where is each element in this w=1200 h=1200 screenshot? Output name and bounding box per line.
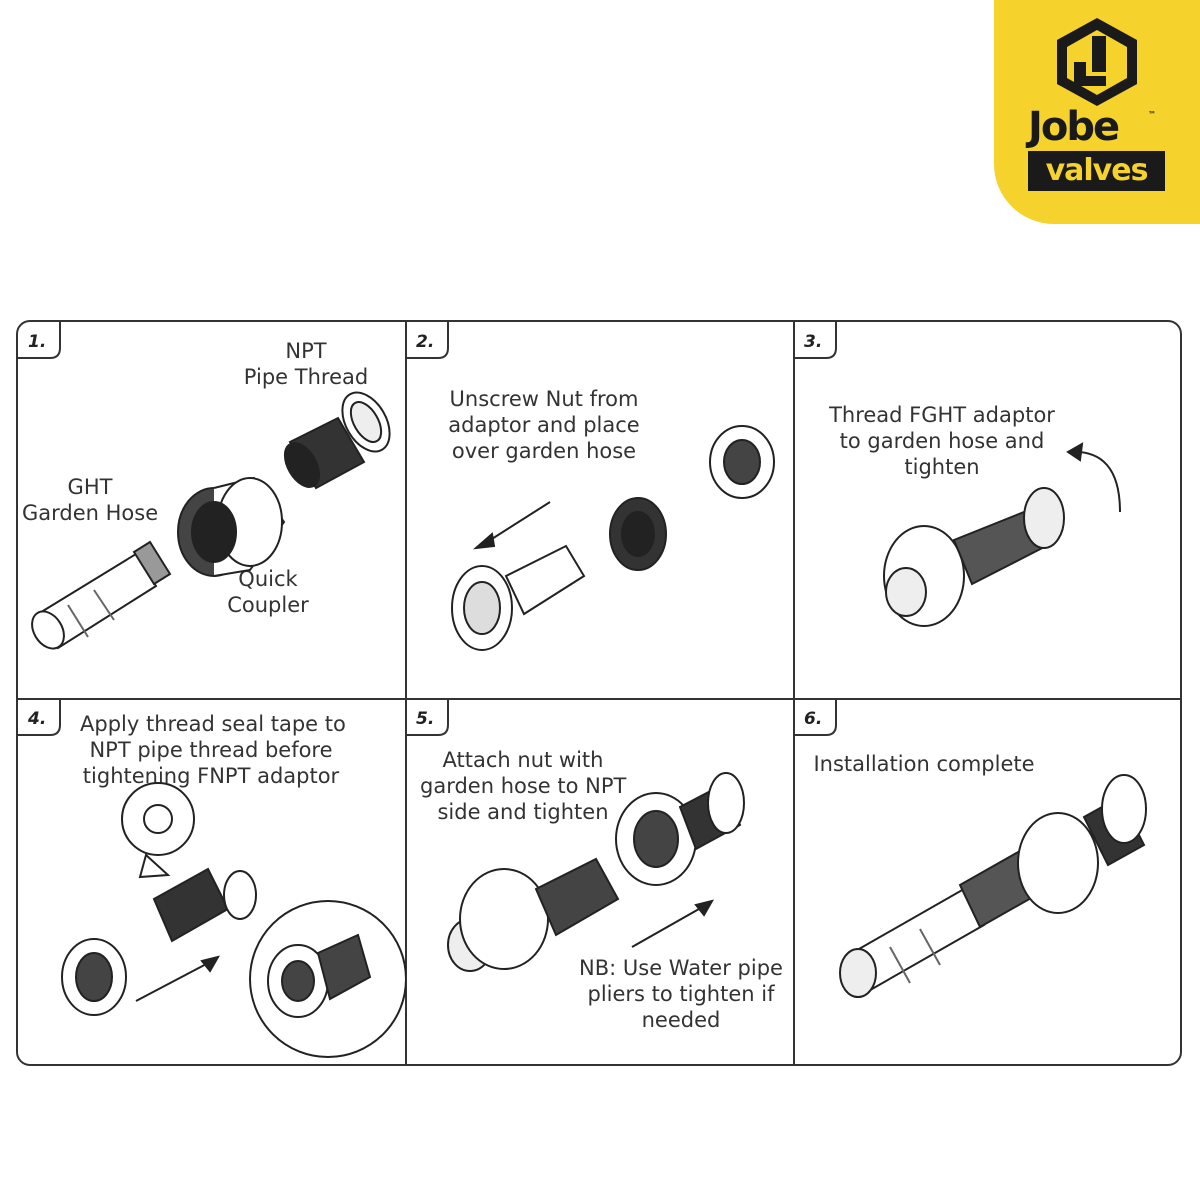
seal-tape-illustration	[61, 782, 406, 1058]
label-npt-pipe-thread: NPT Pipe Thread	[243, 339, 369, 389]
installation-complete-illustration	[839, 774, 1147, 998]
tightening-note: NB: Use Water pipe pliers to tighten if …	[579, 956, 783, 1032]
step-instruction: Installation complete	[813, 752, 1035, 776]
brand-name: Jobe	[1028, 104, 1120, 150]
step-number: 4.	[28, 709, 47, 729]
step-panel-2: 2. Unscrew Nut from adaptor and place ov…	[406, 322, 794, 699]
step-number: 3.	[804, 332, 823, 352]
step-number: 1.	[28, 332, 47, 352]
grid-dividers	[18, 322, 1180, 1064]
label-ght-garden-hose: GHT Garden Hose	[22, 475, 159, 525]
step-badge-frame	[406, 322, 449, 359]
brand-trademark: ™	[1148, 110, 1156, 119]
step-number: 2.	[416, 332, 435, 352]
step-panel-4: 4. Apply thread seal tape to NPT pipe th…	[18, 699, 406, 1064]
step-number: 6.	[804, 709, 823, 729]
step-instruction: Apply thread seal tape to NPT pipe threa…	[80, 712, 346, 788]
unscrew-nut-illustration	[451, 425, 775, 651]
step-panel-5: 5. Attach nut with garden hose to NPT si…	[406, 699, 794, 1064]
step-badge-frame	[18, 699, 61, 736]
thread-adaptor-illustration	[883, 442, 1121, 627]
logo-mark-icon	[1057, 18, 1137, 106]
attach-nut-illustration	[447, 772, 745, 972]
step-number: 5.	[416, 709, 435, 729]
step-panel-3: 3. Thread FGHT adaptor to garden hose an…	[794, 322, 1180, 699]
brand-sub: valves	[1028, 151, 1165, 191]
brand-logo: Jobe ™ valves	[994, 0, 1200, 224]
step-panel-1: 1. NPT Pipe Thread GHT Garden Hose Quick…	[18, 322, 406, 699]
step-instruction: Unscrew Nut from adaptor and place over …	[448, 387, 640, 463]
step-instruction: Thread FGHT adaptor to garden hose and t…	[829, 403, 1055, 479]
instruction-grid: 1. NPT Pipe Thread GHT Garden Hose Quick…	[16, 320, 1182, 1066]
step-badge-frame	[18, 322, 61, 359]
step-badge-frame	[406, 699, 449, 736]
step-instruction: Attach nut with garden hose to NPT side …	[420, 748, 627, 824]
step-badge-frame	[794, 322, 837, 359]
step-badge-frame	[794, 699, 837, 736]
step-panel-6: 6. Installation complete	[794, 699, 1180, 1064]
parts-exploded-illustration	[31, 391, 391, 650]
label-quick-coupler: Quick Coupler	[227, 567, 309, 617]
